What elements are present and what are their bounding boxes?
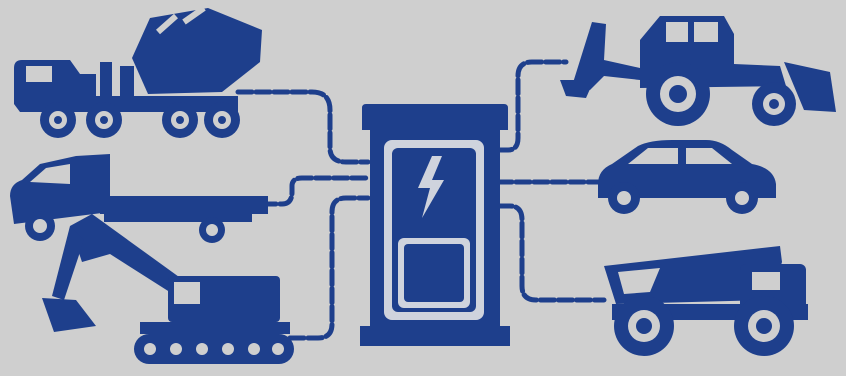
charging-station bbox=[360, 104, 510, 346]
